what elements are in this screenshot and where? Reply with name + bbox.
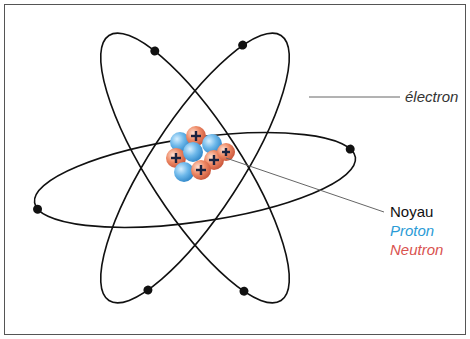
leader-line [309, 97, 400, 98]
orbit [70, 10, 319, 325]
nucleus [166, 126, 235, 182]
plus-sign [171, 131, 230, 175]
orbit [70, 10, 319, 325]
neutron-label: Neutron [390, 241, 443, 259]
nucleus-label: Noyau [390, 203, 433, 221]
leader-line [226, 158, 384, 212]
electron-label: électron [405, 88, 458, 106]
orbit [26, 116, 362, 245]
frame [5, 5, 466, 335]
proton-label: Proton [390, 222, 434, 240]
